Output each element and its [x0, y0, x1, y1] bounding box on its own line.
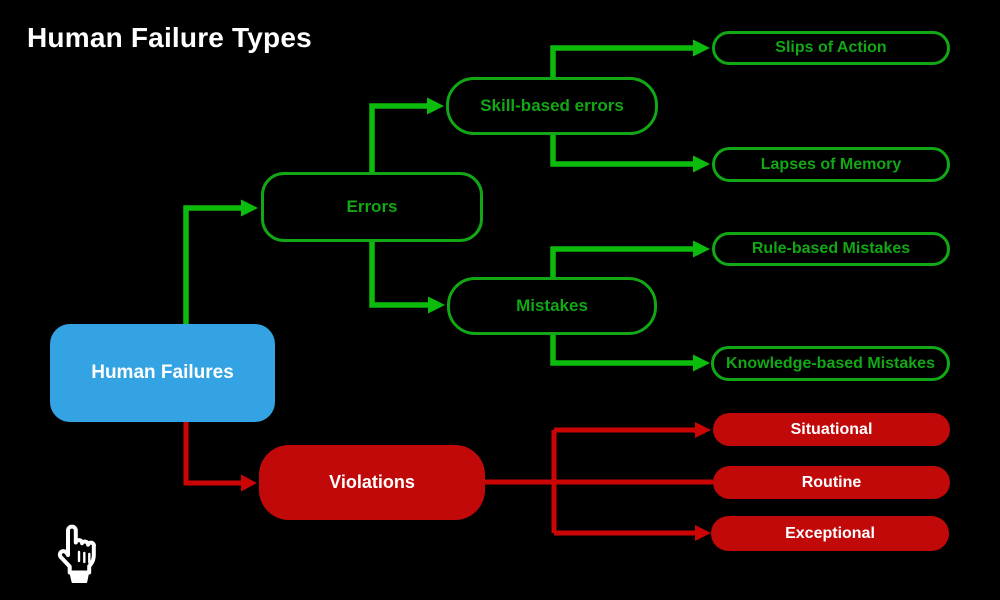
- node-exceptional-label: Exceptional: [785, 524, 875, 542]
- node-skill-based-errors[interactable]: Skill-based errors: [446, 77, 658, 135]
- node-lapses-of-memory-label: Lapses of Memory: [760, 155, 902, 173]
- node-exceptional[interactable]: Exceptional: [711, 516, 949, 551]
- node-errors[interactable]: Errors: [261, 172, 483, 242]
- edge-mistakes-knowledge-based: [550, 335, 710, 372]
- node-routine-label: Routine: [801, 473, 862, 491]
- node-mistakes[interactable]: Mistakes: [447, 277, 657, 335]
- node-lapses-of-memory[interactable]: Lapses of Memory: [712, 147, 950, 182]
- edge-errors-skill-based-errors: [369, 97, 444, 172]
- node-human-failures-label: Human Failures: [91, 362, 234, 383]
- node-human-failures[interactable]: Human Failures: [50, 324, 275, 422]
- edge-human-failures-violations: [183, 422, 257, 492]
- edge-violations-exceptional: [554, 525, 711, 541]
- node-routine[interactable]: Routine: [713, 466, 950, 499]
- node-situational-label: Situational: [790, 420, 873, 438]
- node-knowledge-based-mistakes[interactable]: Knowledge-based Mistakes: [711, 346, 950, 381]
- node-violations[interactable]: Violations: [259, 445, 485, 520]
- node-knowledge-based-mistakes-label: Knowledge-based Mistakes: [726, 354, 935, 372]
- node-errors-label: Errors: [346, 197, 398, 216]
- node-skill-based-errors-label: Skill-based errors: [480, 96, 624, 115]
- edge-human-failures-errors: [183, 199, 258, 324]
- node-violations-label: Violations: [329, 472, 415, 492]
- node-slips-of-action[interactable]: Slips of Action: [712, 31, 950, 65]
- edge-errors-mistakes: [369, 242, 445, 314]
- node-rule-based-mistakes-label: Rule-based Mistakes: [751, 240, 911, 257]
- edge-violations-situational: [554, 422, 711, 438]
- edge-mistakes-rule-based: [550, 240, 710, 277]
- edge-skill-lapses-of-memory: [550, 135, 710, 173]
- node-situational[interactable]: Situational: [713, 413, 950, 446]
- node-rule-based-mistakes[interactable]: Rule-based Mistakes: [712, 232, 950, 266]
- page-title: Human Failure Types: [27, 22, 312, 53]
- hand-pointer-icon: [57, 524, 96, 583]
- node-mistakes-label: Mistakes: [516, 296, 588, 315]
- node-slips-of-action-label: Slips of Action: [775, 39, 887, 56]
- edge-skill-slips-of-action: [550, 39, 710, 77]
